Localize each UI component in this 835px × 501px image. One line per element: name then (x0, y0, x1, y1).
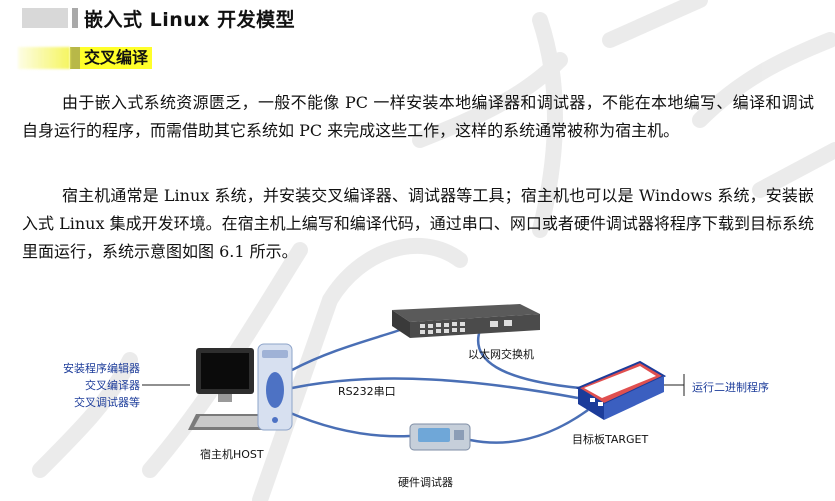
diagram-graphics (142, 304, 685, 451)
subsection-heading: 交叉编译 (18, 46, 153, 70)
cable-host-switch (291, 328, 401, 372)
target-note: 运行二进制程序 (692, 381, 769, 394)
subsection-title: 交叉编译 (80, 47, 153, 69)
cable-debugger-target (469, 408, 589, 444)
section-heading: 嵌入式 Linux 开发模型 (22, 4, 295, 32)
cable-host-serial (291, 377, 579, 400)
hardware-debugger-icon (409, 423, 471, 451)
cable-host-debugger (287, 410, 411, 438)
host-tools-list: 安装程序编辑器 交叉编译器 交叉调试器等 (18, 360, 140, 411)
subsection-number-redacted (18, 47, 70, 69)
section-title: 嵌入式 Linux 开发模型 (84, 8, 296, 31)
host-tool-compiler: 交叉编译器 (85, 379, 140, 392)
subsection-marker (70, 47, 80, 69)
paragraph-1: 由于嵌入式系统资源匮乏，一般不能像 PC 一样安装本地编译器和调试器，不能在本地… (22, 93, 814, 140)
host-tool-editor: 安装程序编辑器 (63, 362, 140, 375)
host-tool-debugger: 交叉调试器等 (74, 396, 140, 409)
paragraph-2: 宿主机通常是 Linux 系统，并安装交叉编译器、调试器等工具；宿主机也可以是 … (22, 186, 814, 261)
switch-label: 以太网交换机 (468, 348, 534, 361)
target-label: 目标板TARGET (572, 433, 649, 446)
cable-switch-target (477, 329, 581, 390)
target-board-icon (575, 360, 667, 420)
host-label: 宿主机HOST (200, 448, 264, 461)
section-marker (72, 8, 78, 28)
serial-label: RS232串口 (338, 385, 396, 398)
system-diagram: 安装程序编辑器 交叉编译器 交叉调试器等 宿主机HOST 以太网交换机 RS23… (0, 280, 835, 501)
host-computer-icon (188, 343, 293, 431)
section-number-redacted (22, 8, 68, 28)
debugger-label: 硬件调试器 (398, 476, 453, 489)
ethernet-switch-icon (392, 304, 540, 338)
